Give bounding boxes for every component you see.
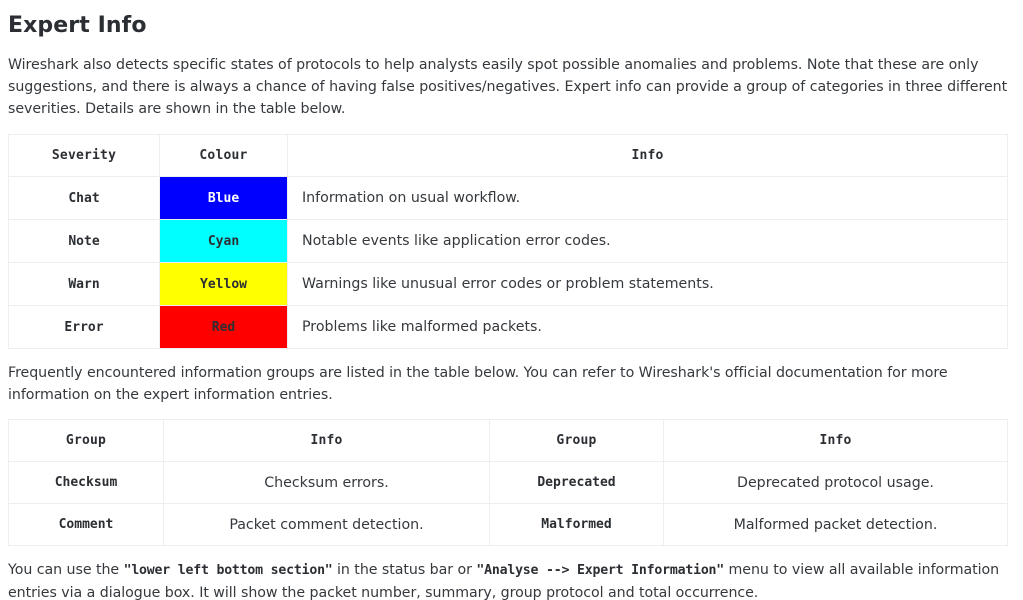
table-row: Note Cyan Notable events like applicatio… xyxy=(8,219,1008,263)
group-info-deprecated: Deprecated protocol usage. xyxy=(663,461,1008,504)
middle-paragraph: Frequently encountered information group… xyxy=(8,365,948,403)
table-row: Checksum Checksum errors. Deprecated Dep… xyxy=(8,461,1008,504)
table-header-row: Severity Colour Info xyxy=(8,134,1008,177)
colour-label: Blue xyxy=(207,190,240,206)
colour-swatch-yellow: Yellow xyxy=(159,262,288,306)
closing-bold-menu-path: "Analyse --> Expert Information" xyxy=(476,563,725,578)
group-info-malformed: Malformed packet detection. xyxy=(663,503,1008,546)
intro-paragraph: Wireshark also detects specific states o… xyxy=(8,57,1008,117)
group-info-checksum: Checksum errors. xyxy=(163,461,490,504)
colour-label: Red xyxy=(211,319,236,335)
colour-swatch-red: Red xyxy=(159,305,288,349)
severity-info-warn: Warnings like unusual error codes or pro… xyxy=(287,262,1008,306)
severity-label-note: Note xyxy=(8,219,160,263)
group-info-comment: Packet comment detection. xyxy=(163,503,490,546)
column-header-info-left: Info xyxy=(163,419,490,462)
severity-table: Severity Colour Info Chat Blue Informati… xyxy=(8,134,1008,349)
swatch-fill: Cyan xyxy=(160,220,287,262)
column-header-info-right: Info xyxy=(663,419,1008,462)
colour-swatch-cyan: Cyan xyxy=(159,219,288,263)
colour-swatch-blue: Blue xyxy=(159,176,288,220)
group-name-comment: Comment xyxy=(8,503,164,546)
table-header-row: Group Info Group Info xyxy=(8,419,1008,462)
closing-text-part3: menu to view all available information e… xyxy=(8,562,1000,600)
swatch-fill: Yellow xyxy=(160,263,287,305)
closing-text-part1: You can use the xyxy=(8,562,124,578)
table-row: Chat Blue Information on usual workflow. xyxy=(8,176,1008,220)
group-name-checksum: Checksum xyxy=(8,461,164,504)
group-table: Group Info Group Info Checksum Checksum … xyxy=(8,419,1008,546)
column-header-group-right: Group xyxy=(489,419,664,462)
colour-label: Cyan xyxy=(207,233,240,249)
group-name-deprecated: Deprecated xyxy=(489,461,664,504)
swatch-fill: Blue xyxy=(160,177,287,219)
closing-text-part2: in the status bar or xyxy=(332,562,477,578)
page-title: Expert Info xyxy=(8,13,147,38)
closing-paragraph: You can use the "lower left bottom secti… xyxy=(8,559,1015,600)
severity-label-error: Error xyxy=(8,305,160,349)
column-header-severity: Severity xyxy=(8,134,160,177)
table-row: Warn Yellow Warnings like unusual error … xyxy=(8,262,1008,306)
severity-info-error: Problems like malformed packets. xyxy=(287,305,1008,349)
table-row: Error Red Problems like malformed packet… xyxy=(8,305,1008,349)
group-name-malformed: Malformed xyxy=(489,503,664,546)
swatch-fill: Red xyxy=(160,306,287,348)
severity-info-chat: Information on usual workflow. xyxy=(287,176,1008,220)
column-header-group-left: Group xyxy=(8,419,164,462)
severity-info-note: Notable events like application error co… xyxy=(287,219,1008,263)
column-header-colour: Colour xyxy=(159,134,288,177)
table-row: Comment Packet comment detection. Malfor… xyxy=(8,503,1008,546)
closing-bold-status-bar-section: "lower left bottom section" xyxy=(123,563,333,578)
severity-label-chat: Chat xyxy=(8,176,160,220)
column-header-info: Info xyxy=(287,134,1008,177)
severity-label-warn: Warn xyxy=(8,262,160,306)
colour-label: Yellow xyxy=(200,276,247,292)
